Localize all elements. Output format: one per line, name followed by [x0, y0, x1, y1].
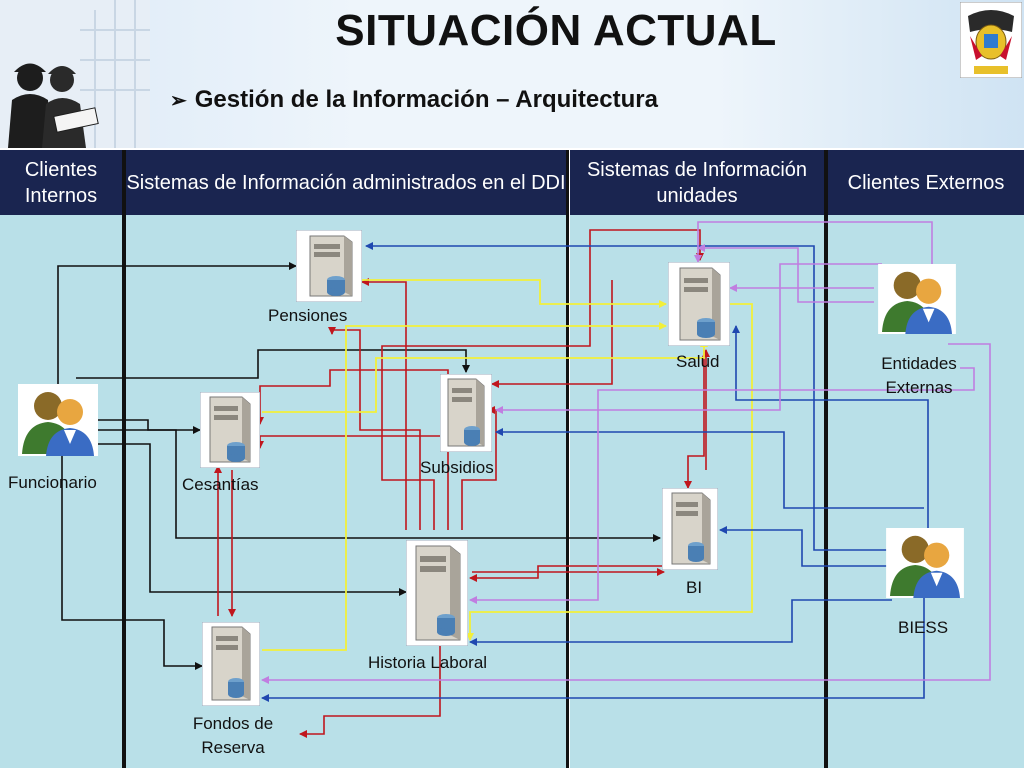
violet-arrows	[261, 221, 991, 684]
engineers-logo-icon	[0, 0, 150, 148]
server-icon-historia-laboral	[406, 540, 468, 646]
node-label-entidades-externas: Entidades Externas	[881, 354, 957, 397]
page-title: SITUACIÓN ACTUAL	[335, 6, 777, 55]
page-subtitle: ➢ Gestión de la Información – Arquitectur…	[170, 86, 658, 114]
users-icon-biess	[886, 528, 964, 598]
blue-arrows	[261, 242, 929, 702]
server-icon-fondos-reserva	[202, 622, 260, 706]
node-label-biess: BIESS	[898, 618, 949, 637]
server-icon-pensiones	[296, 230, 362, 302]
server-icon-salud	[668, 262, 730, 346]
column-header: Clientes Internos	[0, 150, 122, 215]
column-header: Sistemas de Información unidades	[570, 150, 824, 215]
column-divider	[122, 150, 126, 768]
node-label-cesantias: Cesantías	[182, 475, 259, 494]
users-icon-funcionario	[18, 384, 98, 456]
column-header: Clientes Externos	[828, 150, 1024, 215]
yellow-arrows	[262, 279, 753, 651]
column-divider	[566, 150, 569, 768]
column-clientes-internos: Clientes Internos	[0, 150, 122, 768]
column-divider	[824, 150, 828, 768]
users-icon-entidades-externas	[878, 264, 956, 334]
node-label-salud: Salud	[676, 352, 720, 371]
column-clientes-externos: Clientes Externos	[828, 150, 1024, 768]
node-label-pensiones: Pensiones	[268, 306, 348, 325]
node-label-fondos-reserva: Fondos de Reserva	[192, 714, 274, 757]
emblem-icon	[960, 2, 1022, 78]
server-icon-bi	[662, 488, 718, 570]
slide-header	[0, 0, 1024, 148]
server-icon-subsidios	[440, 374, 492, 452]
node-label-subsidios: Subsidios	[420, 458, 494, 477]
node-label-bi: BI	[686, 578, 703, 597]
column-header: Sistemas de Información administrados en…	[126, 150, 566, 215]
server-icon-cesantias	[200, 392, 260, 468]
node-label-historia-laboral: Historia Laboral	[368, 653, 488, 672]
node-label-funcionario: Funcionario	[8, 473, 97, 492]
chevron-right-icon: ➢	[170, 90, 187, 112]
subtitle-text: Gestión de la Información – Arquitectura	[194, 86, 658, 113]
